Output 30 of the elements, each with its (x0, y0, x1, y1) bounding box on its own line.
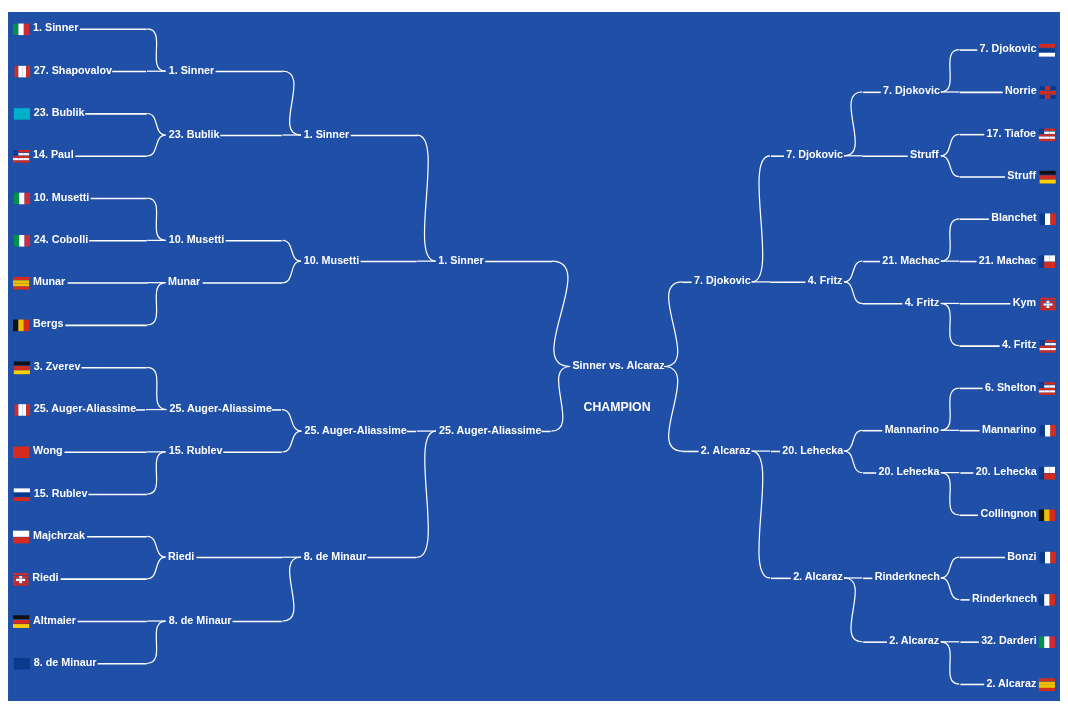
node-label: 25. Auger-Aliassime (439, 423, 542, 436)
node-label: 8. de Minaur (168, 612, 232, 625)
node-label: Struff (910, 147, 939, 160)
node-text: Sinner vs. Alcaraz (572, 358, 665, 371)
node-label: 1. Sinner (168, 63, 215, 76)
node-label: 25. Auger-Aliassime (304, 423, 407, 436)
node-label: 7. Djokovic (786, 147, 843, 160)
node-label: 2. Alcaraz (793, 569, 843, 582)
node-label: 7. Djokovic (883, 83, 940, 96)
node-label: Munar (167, 274, 201, 287)
node-label: 7. Djokovic (693, 273, 751, 286)
node-label: 2. Alcaraz (700, 443, 751, 456)
node-label: 25. Auger-Aliassime (169, 401, 272, 414)
node-label: 20. Lehecka (782, 443, 844, 456)
node-label: 15. Rublev (168, 443, 223, 456)
node-label: 4. Fritz (904, 295, 940, 308)
node-label: 20. Lehecka (878, 464, 940, 477)
node-label: 4. Fritz (807, 273, 843, 286)
node-label: Riedi (167, 549, 195, 562)
node-label: 2. Alcaraz (889, 633, 940, 646)
node-label: Rinderknech (874, 569, 940, 582)
label: CHAMPION (583, 399, 651, 414)
node-label: 10. Musetti (303, 253, 360, 266)
node-label: 21. Machac (882, 253, 940, 266)
node-label: 8. de Minaur (303, 549, 367, 562)
node-label: 1. Sinner (303, 127, 350, 139)
node-label: 1. Sinner (438, 253, 484, 266)
node-label: Mannarino (884, 422, 940, 435)
node-label: 23. Bublik (168, 127, 220, 139)
node-label: 10. Musetti (168, 232, 225, 245)
